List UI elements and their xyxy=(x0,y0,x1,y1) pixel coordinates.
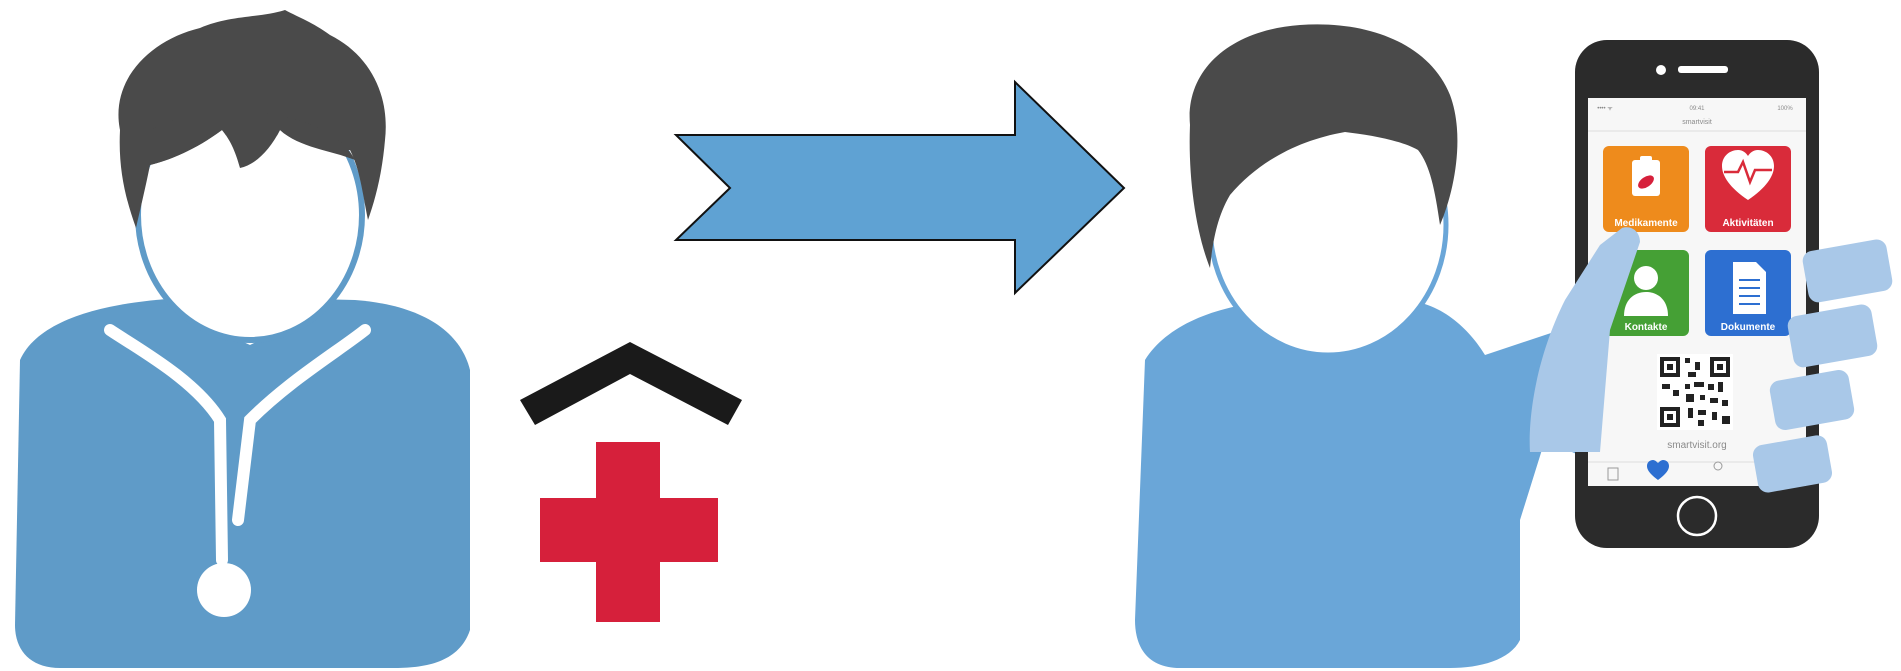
tile-aktivitaeten[interactable]: Aktivitäten xyxy=(1705,146,1791,232)
status-battery: 100% xyxy=(1777,106,1793,112)
website-url: smartvisit.org xyxy=(1667,440,1726,451)
status-carrier: •••• ᯤ xyxy=(1597,106,1613,112)
tile-dokumente[interactable]: Dokumente xyxy=(1705,250,1791,336)
roof-icon xyxy=(520,342,742,425)
right-arrow-icon xyxy=(676,82,1124,293)
contact-person-icon xyxy=(1634,266,1658,290)
tile-label-medikamente: Medikamente xyxy=(1614,218,1678,229)
tile-label-kontakte: Kontakte xyxy=(1625,322,1668,333)
doctor-icon xyxy=(15,10,470,668)
tile-medikamente[interactable]: Medikamente xyxy=(1603,146,1689,232)
red-cross-icon xyxy=(540,442,718,622)
qr-code-icon xyxy=(1657,354,1733,430)
status-time: 09:41 xyxy=(1689,106,1705,112)
tile-label-dokumente: Dokumente xyxy=(1721,322,1776,333)
app-title: smartvisit xyxy=(1682,119,1712,126)
tile-label-aktivitaeten: Aktivitäten xyxy=(1722,218,1773,229)
